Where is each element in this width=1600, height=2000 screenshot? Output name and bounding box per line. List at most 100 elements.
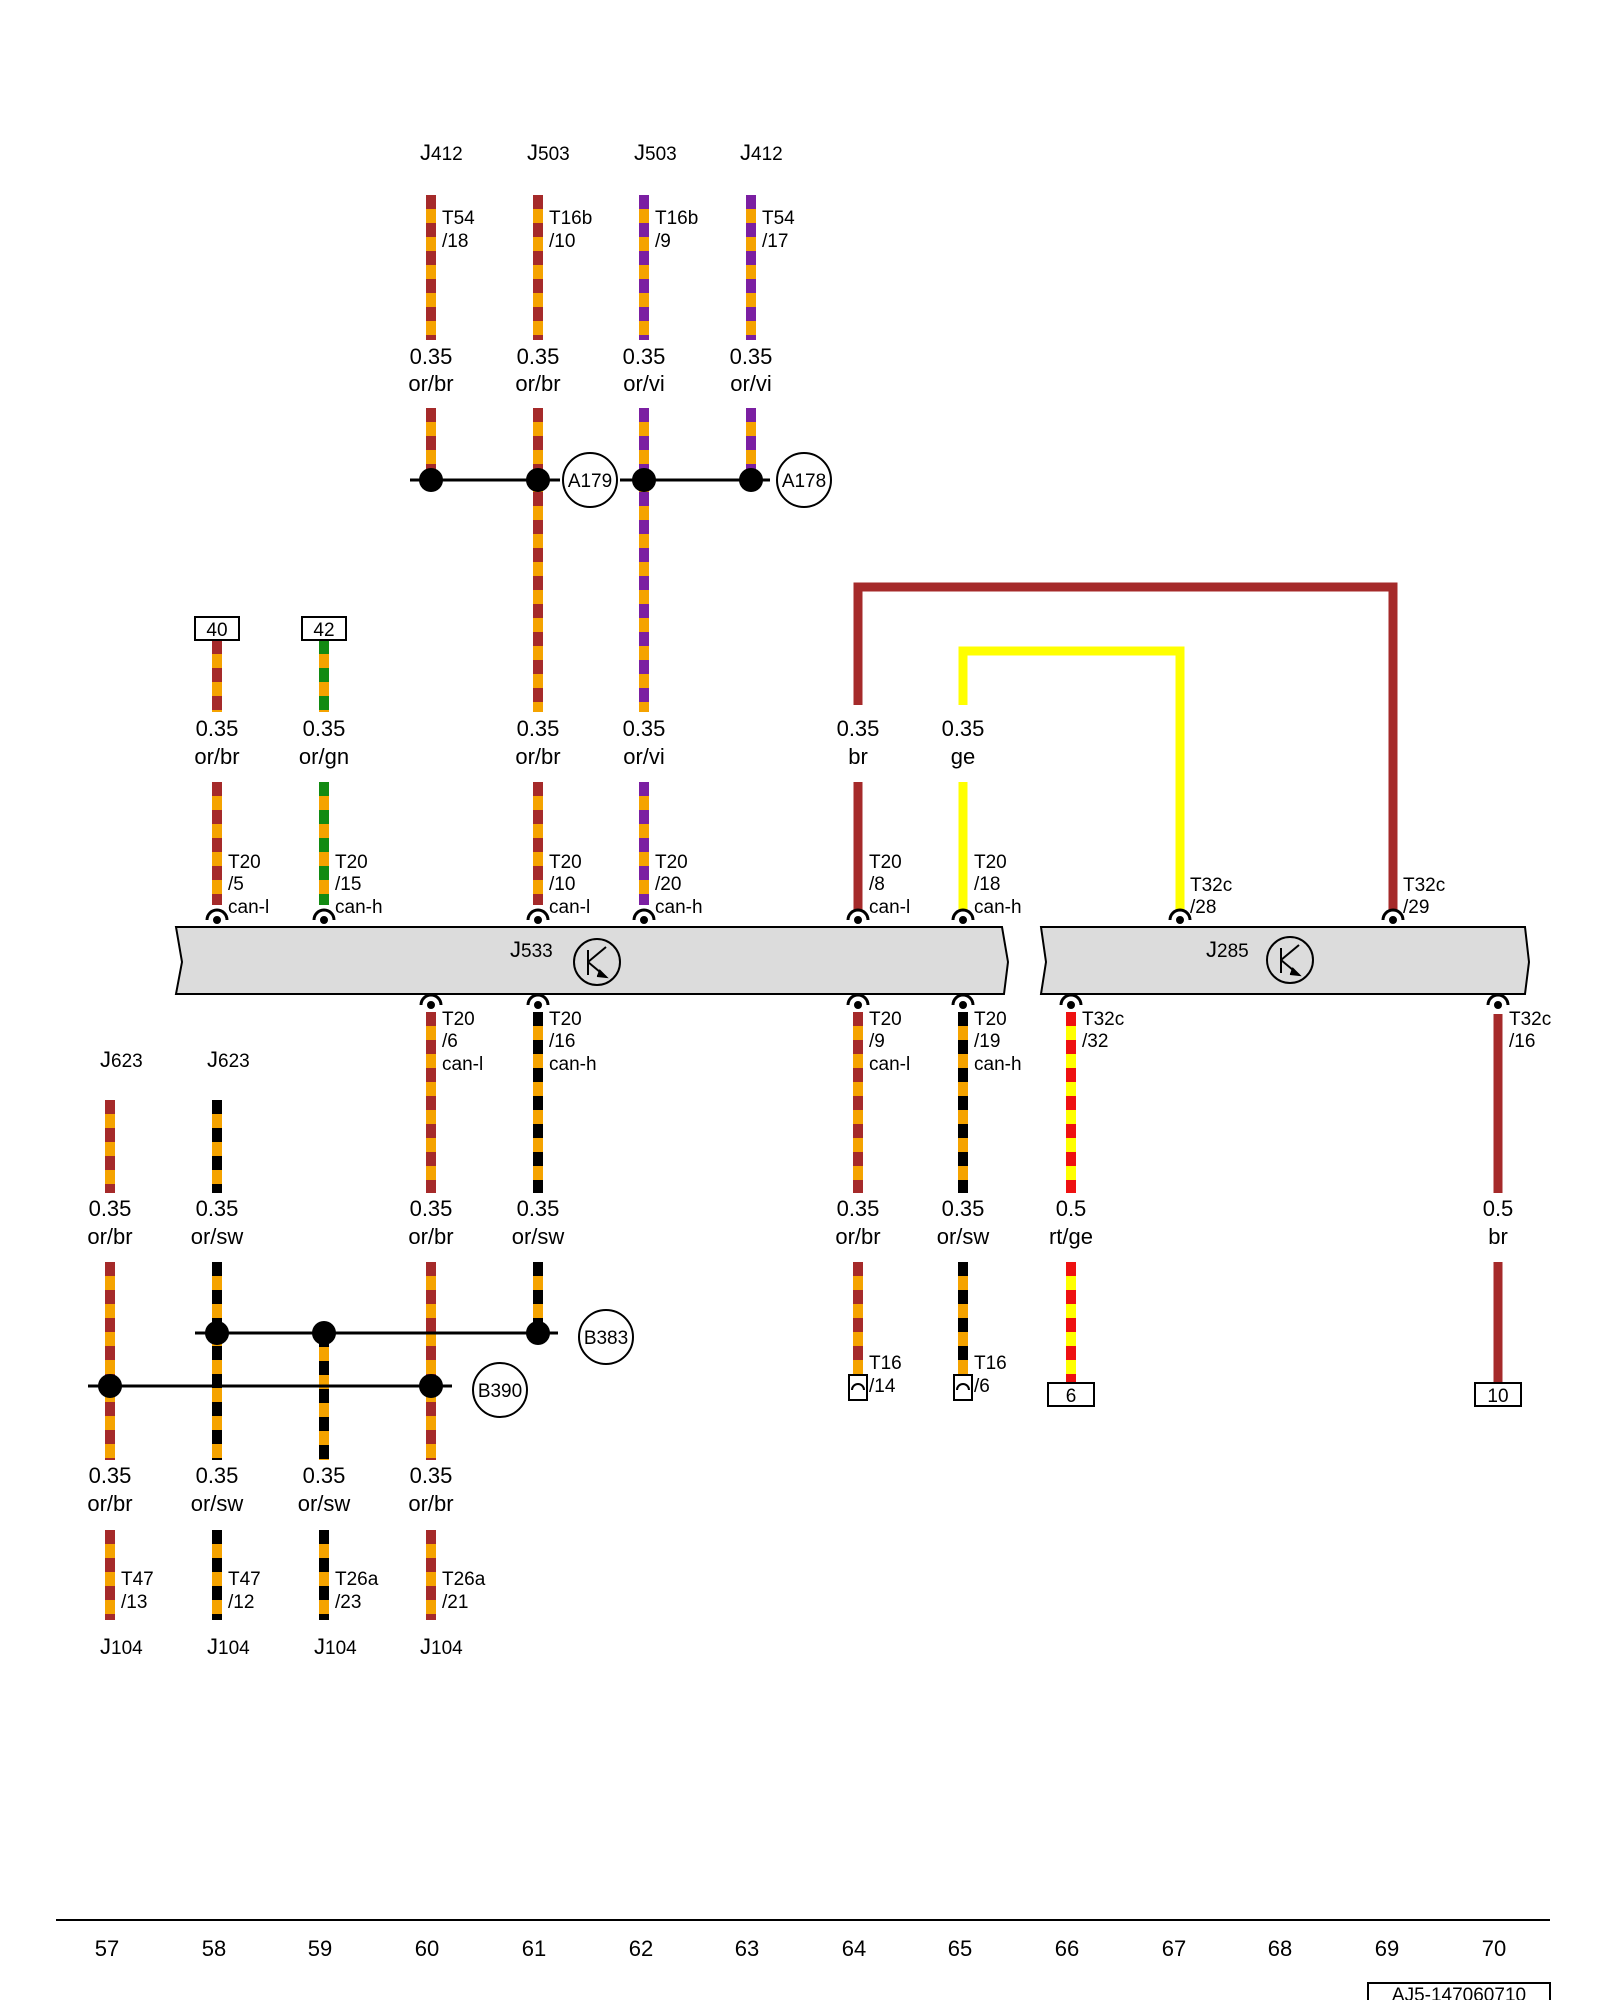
pin-label: /28 [1190,897,1216,918]
wire-color: or/vi [730,371,772,396]
pin-label: /13 [121,1592,147,1613]
wire-color: or/br [408,1224,453,1249]
pin-label: /9 [869,1031,885,1052]
pin-label: T47 [228,1569,261,1590]
wire-size: 0.5 [1056,1196,1087,1221]
wire-size: 0.35 [196,716,239,741]
column-number: 65 [948,1936,972,1961]
column-numbers: 57 58 59 60 61 62 63 64 65 66 67 68 69 7… [95,1936,1506,1961]
wire-color: or/br [835,1224,880,1249]
component-j623: J623 [207,1047,250,1072]
module-j285 [1039,926,1531,995]
pin-label: T20 [655,852,688,873]
j285-bottom-pin-labels: T32c /32 T32c /16 [1082,1009,1551,1052]
component-j503: J503 [634,140,677,165]
lower-wire-labels: 0.35 or/br 0.35 or/sw 0.35 or/br 0.35 or… [87,1196,1513,1249]
wire-size: 0.35 [517,1196,560,1221]
doc-id: AJ5-147060710 [1392,1985,1526,2000]
wire-size: 0.35 [942,716,985,741]
pin-label: /18 [974,874,1000,895]
wire-size: 0.35 [89,1463,132,1488]
pin-label: can-l [442,1054,483,1075]
pin-label: can-l [869,897,910,918]
wire-size: 0.35 [89,1196,132,1221]
component-j412: J412 [420,140,463,165]
pin-label: T32c [1082,1009,1124,1030]
splice-dots [98,468,763,1398]
wire-color: br [848,744,868,769]
pin-label: can-h [549,1054,597,1075]
wire-size: 0.5 [1483,1196,1514,1221]
pin-label: can-l [549,897,590,918]
t16-pin-labels: T16 /14 T16 /6 [869,1353,1007,1397]
pin-label: T20 [869,1009,902,1030]
wire-color: or/vi [623,371,665,396]
pin-label: can-l [228,897,269,918]
column-number: 70 [1482,1936,1506,1961]
wire-color: or/br [515,371,560,396]
connector-caps [205,908,1510,1009]
pin-label: /10 [549,231,575,252]
bottom-pin-labels: T47 /13 T47 /12 T26a /23 T26a /21 [121,1569,486,1613]
pin-label: T26a [335,1569,379,1590]
component-j104: J104 [420,1634,463,1659]
module-j533 [174,926,1010,995]
splice-labels [472,452,832,1418]
column-number: 60 [415,1936,439,1961]
pin-label: T16b [655,208,698,229]
wire-color: or/sw [512,1224,565,1249]
column-number: 68 [1268,1936,1292,1961]
splice-label-a179: A179 [568,471,612,492]
column-number: 61 [522,1936,546,1961]
component-j104: J104 [100,1634,143,1659]
wire-color: or/sw [937,1224,990,1249]
pin-label: T26a [442,1569,486,1590]
pin-label: /14 [869,1376,896,1397]
wire-size: 0.35 [942,1196,985,1221]
pin-label: T32c [1509,1009,1551,1030]
column-number: 59 [308,1936,332,1961]
transistor-icon [1266,936,1314,984]
splice-label-b383: B383 [584,1328,628,1349]
pin-label: /20 [655,874,681,895]
pin-label: T20 [974,1009,1007,1030]
ref-6: 6 [1066,1386,1077,1407]
j533-bottom-pin-labels: T20 /6 can-l T20 /16 can-h T20 /9 can-l … [442,1009,1022,1075]
column-number: 62 [629,1936,653,1961]
pin-label: /18 [442,231,468,252]
wire-size: 0.35 [410,344,453,369]
component-j623: J623 [100,1047,143,1072]
pin-label: T16 [869,1353,902,1374]
pin-label: T20 [228,852,261,873]
wire-size: 0.35 [517,716,560,741]
column-number: 57 [95,1936,119,1961]
j533-top-pin-labels: T20 /5 can-l T20 /15 can-h T20 /10 can-l… [228,852,1022,918]
pin-label: /8 [869,874,885,895]
component-j104: J104 [207,1634,250,1659]
column-number: 63 [735,1936,759,1961]
pin-label: /10 [549,874,575,895]
pin-label: T20 [335,852,368,873]
pin-label: can-h [335,897,383,918]
wire-color: or/br [408,1491,453,1516]
transistor-icon [573,938,621,986]
pin-label: can-h [974,1054,1022,1075]
module-label-j533: J533 [510,937,553,962]
bottom-wire-labels: 0.35 or/br 0.35 or/sw 0.35 or/sw 0.35 or… [87,1463,453,1516]
pin-label: T20 [549,852,582,873]
wire-size: 0.35 [303,716,346,741]
ref-42: 42 [313,620,334,641]
pin-label: T54 [762,208,795,229]
column-number: 64 [842,1936,866,1961]
pin-label: T20 [974,852,1007,873]
ref-boxes [194,616,1522,1407]
pin-label: T20 [442,1009,475,1030]
wire-size: 0.35 [623,344,666,369]
wire-color: or/vi [623,744,665,769]
pin-label: /29 [1403,897,1429,918]
wire-br-j285-29 [853,582,1398,910]
pin-label: /6 [442,1031,458,1052]
component-j104: J104 [314,1634,357,1659]
component-j412: J412 [740,140,783,165]
doc-id-box [1367,1982,1551,2000]
